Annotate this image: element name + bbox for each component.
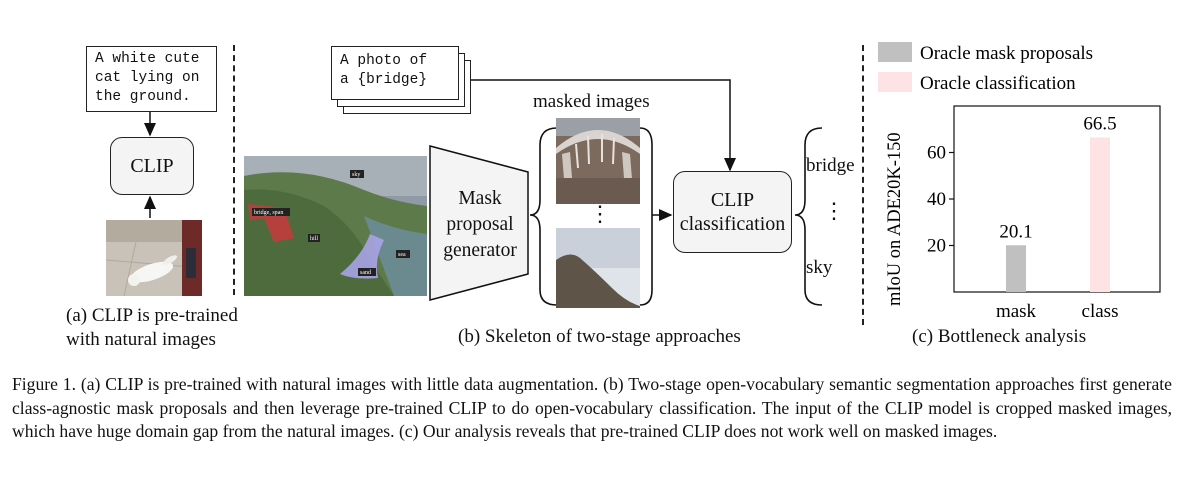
plot-frame (953, 105, 1161, 293)
segment-label-sand: sand (360, 270, 371, 276)
masked-image-bridge (556, 118, 640, 204)
y-axis-label: mIoU on ADE20K-150 (885, 132, 905, 306)
right-bracket (639, 127, 653, 306)
legend-swatch-class (878, 72, 912, 92)
caption-a-line: with natural images (66, 329, 216, 350)
output-brace (794, 127, 823, 306)
separator-b-c (862, 45, 864, 325)
legend-label-mask: Oracle mask proposals (920, 43, 1093, 64)
legend-label-class: Oracle classification (920, 73, 1076, 94)
masked-images-label: masked images (533, 91, 650, 112)
masked-image-sky (556, 228, 640, 308)
caption-b: (b) Skeleton of two-stage approaches (458, 326, 741, 347)
caption-c: (c) Bottleneck analysis (912, 326, 1087, 347)
generator-shape (429, 145, 529, 301)
data-label-mask: 20.1 (999, 221, 1032, 242)
caption-a-line: (a) CLIP is pre-trained (66, 305, 238, 326)
figure-caption: Figure 1. (a) CLIP is pre-trained with n… (12, 374, 1172, 441)
prompt-box: A photo of a {bridge} (331, 46, 459, 100)
segmented-landscape-image: sky bridge, span hill sand sea (244, 156, 427, 296)
data-label-class: 66.5 (1083, 113, 1116, 134)
mask-proposal-generator: Mask proposal generator (432, 186, 528, 264)
bar-class (1090, 137, 1110, 292)
x-tick-label-class: class (1082, 301, 1119, 322)
prompt-line: A photo of (340, 53, 428, 69)
clip-classification-line: CLIP (710, 189, 755, 211)
x-tick-label-mask: mask (996, 301, 1037, 322)
left-brace (529, 127, 558, 306)
generator-line: Mask (458, 188, 502, 209)
separator-a-b (233, 45, 235, 295)
output-label-sky: sky (806, 257, 833, 278)
masked-images-ellipsis: ⋮ (589, 201, 611, 226)
caption-a: (a) CLIP is pre-trained with natural ima… (66, 304, 246, 352)
segment-label-sky: sky (352, 172, 360, 178)
y-tick-label: 60 (927, 143, 946, 164)
clip-classification-line: classification (679, 213, 786, 235)
clip-box-a: CLIP (110, 137, 194, 195)
cat-photo (106, 220, 202, 296)
bar-mask (1006, 245, 1026, 292)
generator-line: generator (443, 240, 517, 261)
generator-line: proposal (446, 214, 514, 235)
text-prompt-line: cat lying on (95, 70, 200, 86)
text-prompt-box: A white cute cat lying on the ground. (86, 46, 217, 112)
clip-classification-box: CLIP classification (673, 171, 792, 253)
clip-label: CLIP (130, 155, 174, 177)
bottleneck-bar-chart: Oracle mask proposals Oracle classificat… (878, 42, 1161, 322)
segment-label-bridge: bridge, span (254, 210, 283, 216)
text-prompt-line: A white cute (95, 51, 200, 67)
y-tick-label: 40 (927, 189, 946, 210)
y-tick-label: 20 (927, 236, 946, 257)
prompt-line: a {bridge} (340, 72, 428, 88)
output-label-bridge: bridge (806, 155, 855, 176)
output-ellipsis: ⋮ (823, 198, 845, 223)
legend-swatch-mask (878, 42, 912, 62)
segment-label-hill: hill (310, 236, 318, 242)
segment-label-sea: sea (398, 252, 406, 258)
arrow-prompt-to-clip (466, 79, 736, 172)
text-prompt-line: the ground. (95, 89, 191, 105)
diagram-connectors (144, 79, 823, 306)
